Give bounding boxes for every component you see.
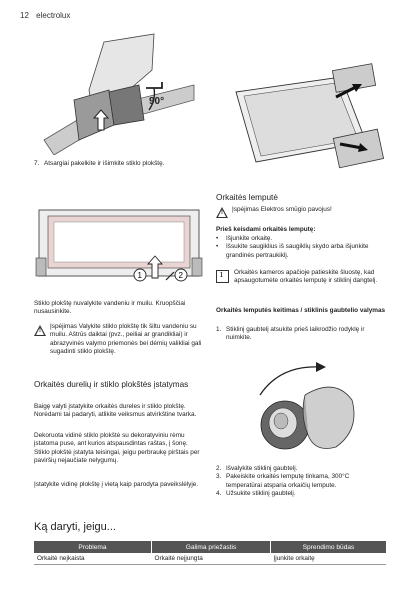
table-row: Orkaitė neįkaista Orkaitė neįjungta Įjun… (34, 553, 386, 565)
step-number: 2. (216, 465, 222, 472)
before-title: Prieš keisdami orkaitės lemputę: (216, 226, 316, 233)
step-text: Užsukite stiklinį gaubtelį. (226, 490, 296, 498)
install-title: Orkaitės durelių ir stiklo plokštės įsta… (34, 380, 189, 389)
col-solution: Sprendimo būdas (270, 541, 386, 553)
lamp-cover-figure (259, 362, 355, 450)
table-header-row: Problema Galima priežastis Sprendimo būd… (34, 541, 386, 553)
step-number: 1. (216, 326, 222, 333)
angle-label: 90° (149, 96, 164, 107)
step-7-number: 7. (34, 160, 40, 167)
hinge-figure: 90° (43, 33, 195, 155)
troubleshoot-table: Problema Galima priežastis Sprendimo būd… (34, 541, 386, 565)
deco-text: Dekoruota vidinė stiklo plokštė su dekor… (34, 432, 200, 465)
step-number: 4. (216, 490, 222, 498)
col-problem: Problema (34, 541, 152, 553)
before-item-2: Išsukite saugiklius iš saugiklių skydo a… (226, 243, 369, 259)
cell-problem: Orkaitė neįkaista (34, 553, 152, 565)
lamp-step-4: 4. Užsukite stiklinį gaubtelį. (216, 490, 384, 498)
clean-text: Stiklo plokštę nuvalykite vandeniu ir mu… (34, 300, 186, 316)
col-cause: Galima priežastis (151, 541, 271, 553)
place-text: Įstatykite vidinę plokštę į vietą kaip p… (34, 481, 199, 488)
brand-name: electrolux (36, 11, 71, 20)
before-list: •Išjunkite orkaitę. •Išsukite saugiklius… (216, 235, 384, 260)
lamp-step-2: 2. Išvalykite stiklinį gaubtelį. (216, 465, 384, 473)
cell-cause: Orkaitė neįjungta (151, 553, 271, 565)
warning-icon: ! (34, 325, 46, 336)
list-item: •Išjunkite orkaitę. (216, 235, 273, 242)
lamp-step-3: 3. Pakeiskite orkaitės lemputę tinkama, 3… (216, 473, 384, 490)
glass-panel-figure (235, 63, 385, 169)
step-7-text: Atsargiai pakelkite ir išimkite stiklo p… (44, 160, 165, 167)
troubleshoot-title: Ką daryti, jeigu... (34, 521, 116, 533)
lamp-steps-rest: 2. Išvalykite stiklinį gaubtelį. 3. Pakeis… (216, 465, 384, 499)
lamp-step-1: 1. Stiklinį gaubtelį atsukite prieš laik… (216, 326, 384, 343)
install-text: Baigę valyti įstatykite orkaitės dureles… (34, 403, 197, 419)
step-text: Išvalykite stiklinį gaubtelį. (226, 465, 298, 472)
step-7: 7. Atsargiai pakelkite ir išimkite stikl… (34, 160, 202, 168)
cell-solution: Įjunkite orkaitę (270, 553, 386, 565)
lamp-change-title: Orkaitės lemputės keitimas / stiklinis g… (216, 307, 386, 314)
step-text: Stiklinį gaubtelį atsukite prieš laikrod… (226, 326, 365, 342)
before-item-1: Išjunkite orkaitę. (226, 235, 273, 242)
info-note: Orkaitės kameros apačioje patieskite šlu… (216, 269, 386, 286)
page-number: 12 (20, 11, 29, 20)
glass-warning-text: Įspėjimas Valykite stiklo plokštę tik ši… (50, 323, 202, 356)
glass-frame-figure: 1 2 (35, 209, 203, 282)
info-text: Orkaitės kameros apačioje patieskite šlu… (234, 269, 378, 285)
lamp-title: Orkaitės lemputė (216, 193, 278, 202)
step-text: Pakeiskite orkaitės lemputę tinkama, 300… (226, 473, 350, 489)
lamp-warning: ! Įspėjimas Elektros smūgio pavojus! (216, 206, 386, 218)
marker-2: 2 (179, 271, 184, 280)
lamp-warning-text: Įspėjimas Elektros smūgio pavojus! (232, 206, 332, 213)
page-header: 12 electrolux (20, 11, 75, 20)
list-item: •Išsukite saugiklius iš saugiklių skydo … (216, 243, 384, 260)
marker-1: 1 (138, 271, 143, 280)
info-icon (216, 270, 229, 283)
warning-icon: ! (216, 207, 228, 218)
step-number: 3. (216, 473, 222, 481)
glass-warning: ! Įspėjimas Valykite stiklo plokštę tik … (34, 323, 209, 357)
